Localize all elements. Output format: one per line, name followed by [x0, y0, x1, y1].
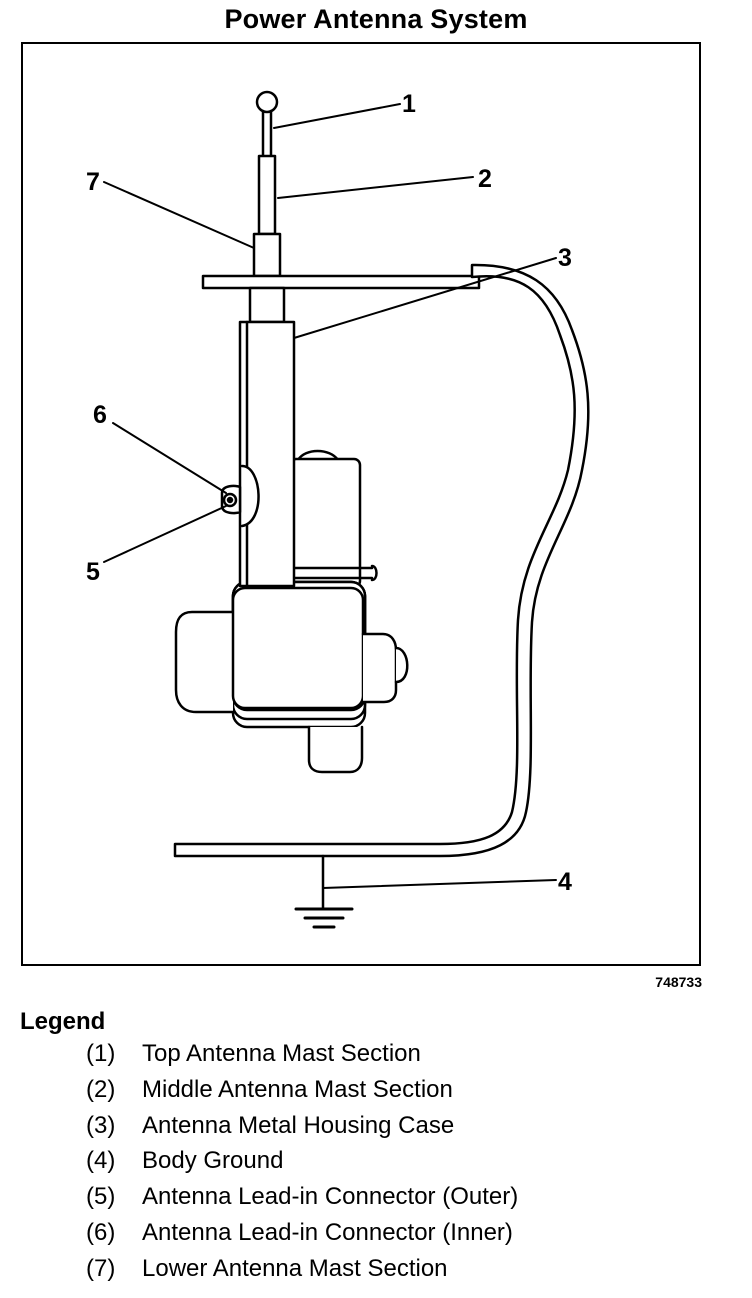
legend-number: (1) [86, 1040, 116, 1067]
legend-heading: Legend [20, 1008, 106, 1035]
legend-label: Lower Antenna Mast Section [142, 1254, 448, 1282]
callout-6: 6 [93, 401, 107, 429]
ground-symbol [294, 854, 354, 929]
figure-id: 748733 [655, 974, 702, 990]
legend-list: (1) Top Antenna Mast Section (2) Middle An… [86, 1040, 518, 1291]
legend-number: (3) [86, 1111, 116, 1139]
housing-neck [248, 286, 286, 324]
callout-4: 4 [558, 868, 572, 896]
legend-number: (7) [86, 1254, 116, 1282]
callout-1: 1 [402, 90, 416, 118]
middle-mast-section [257, 154, 277, 236]
legend-number: (4) [86, 1147, 116, 1175]
legend-label: Antenna Lead-in Connector (Inner) [142, 1218, 513, 1246]
legend-label: Antenna Lead-in Connector (Outer) [142, 1183, 519, 1211]
legend-label: Middle Antenna Mast Section [142, 1075, 453, 1103]
legend-item: (1) Top Antenna Mast Section [86, 1040, 518, 1076]
housing-tube [238, 320, 296, 588]
legend-item: (2) Middle Antenna Mast Section [86, 1076, 518, 1112]
legend-item: (4) Body Ground [86, 1147, 518, 1183]
legend-item: (6) Antenna Lead-in Connector (Inner) [86, 1219, 518, 1255]
legend-label: Body Ground [142, 1147, 284, 1175]
legend-label: Top Antenna Mast Section [142, 1040, 421, 1067]
lower-mast-section [252, 232, 282, 278]
callout-2: 2 [478, 165, 492, 193]
legend-item: (7) Lower Antenna Mast Section [86, 1255, 518, 1291]
motor-housing [288, 449, 378, 589]
callout-labels: 1 2 3 4 5 6 7 [86, 90, 572, 896]
diagram-frame [21, 42, 701, 966]
callout-5: 5 [86, 558, 100, 586]
legend-number: (5) [86, 1183, 116, 1211]
callout-7: 7 [86, 168, 100, 196]
top-mast-section [255, 90, 279, 158]
antenna-drawing: 1 2 3 4 5 6 7 [86, 90, 590, 929]
leader-lines [103, 103, 557, 889]
diagram-title: Power Antenna System [224, 4, 528, 34]
callout-3: 3 [558, 244, 572, 272]
legend-number: (6) [86, 1218, 116, 1246]
legend-item: (5) Antenna Lead-in Connector (Outer) [86, 1183, 518, 1219]
legend-label: Antenna Metal Housing Case [142, 1111, 455, 1139]
legend-number: (2) [86, 1075, 116, 1103]
ground-strap [173, 263, 590, 858]
legend-item: (3) Antenna Metal Housing Case [86, 1112, 518, 1148]
body-panel [201, 274, 481, 290]
gear-box [174, 580, 409, 774]
